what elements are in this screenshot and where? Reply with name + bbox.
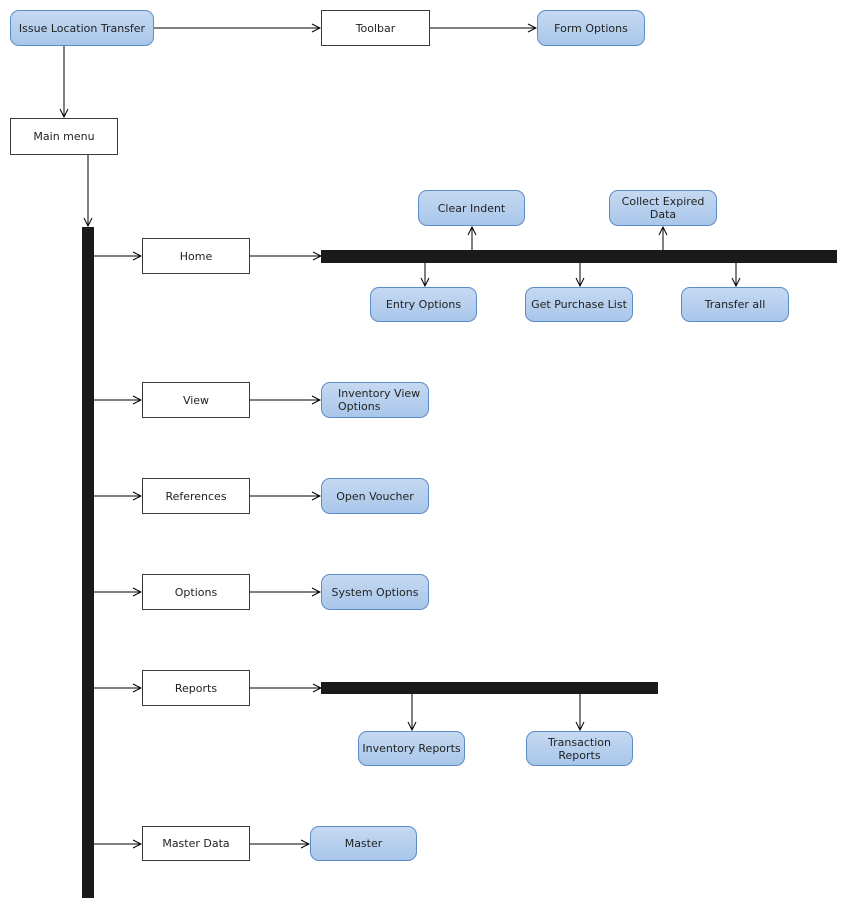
get-purchase-list-node[interactable]: Get Purchase List [525,287,633,322]
entry-options-node[interactable]: Entry Options [370,287,477,322]
view-node[interactable]: View [142,382,250,418]
inventory-reports-node[interactable]: Inventory Reports [358,731,465,766]
options-node[interactable]: Options [142,574,250,610]
toolbar-node[interactable]: Toolbar [321,10,430,46]
reports-node[interactable]: Reports [142,670,250,706]
system-options-node[interactable]: System Options [321,574,429,610]
main-menu-bar [82,227,94,898]
inventory-view-options-node[interactable]: Inventory View Options [321,382,429,418]
clear-indent-node[interactable]: Clear Indent [418,190,525,226]
transaction-reports-node[interactable]: Transaction Reports [526,731,633,766]
master-node[interactable]: Master [310,826,417,861]
open-voucher-node[interactable]: Open Voucher [321,478,429,514]
master-data-node[interactable]: Master Data [142,826,250,861]
home-node[interactable]: Home [142,238,250,274]
transfer-all-node[interactable]: Transfer all [681,287,789,322]
collect-expired-data-node[interactable]: Collect Expired Data [609,190,717,226]
reports-bar [321,682,658,694]
form-options-node[interactable]: Form Options [537,10,645,46]
references-node[interactable]: References [142,478,250,514]
home-bar [321,250,837,263]
main-menu-node[interactable]: Main menu [10,118,118,155]
issue-location-transfer-node[interactable]: Issue Location Transfer [10,10,154,46]
